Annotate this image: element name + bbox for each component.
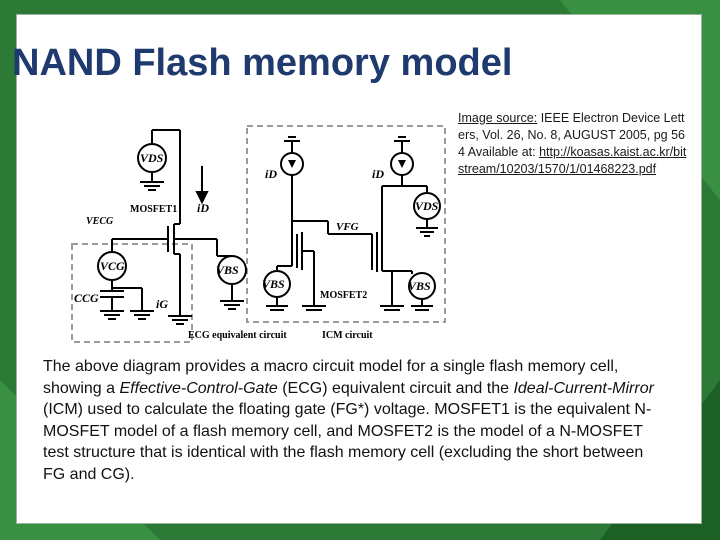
slide-title: NAND Flash memory model — [12, 42, 513, 84]
image-source: Image source: IEEE Electron Device Lette… — [458, 110, 688, 178]
label-ccg: CCG — [74, 291, 99, 305]
label-icm-circuit: ICM circuit — [322, 330, 373, 341]
label-vds-left: VDS — [140, 151, 164, 165]
label-mosfet1: MOSFET1 — [130, 204, 177, 215]
desc-part-1: The above diagram provides a macro circu… — [43, 358, 619, 397]
desc-part-3: (ICM) used to calculate the floating gat… — [43, 401, 652, 483]
source-citation: IEEE Electron Device Letters, Vol. 26, N… — [458, 111, 685, 159]
label-id-icm-right: iD — [372, 167, 384, 181]
label-vds-right: VDS — [415, 199, 439, 213]
description-text: The above diagram provides a macro circu… — [43, 356, 663, 485]
circuit-diagram: VDS MOSFET1 iD VECG VCG VBS CCG iG iD iD… — [71, 125, 446, 343]
label-vbs-icm-right: VBS — [408, 279, 431, 293]
desc-icm-term: Ideal-Current-Mirror — [513, 379, 654, 397]
label-id-icm-left: iD — [265, 167, 277, 181]
label-id-left: iD — [197, 201, 209, 215]
label-ecg-circuit: ECG equivalent circuit — [188, 330, 287, 341]
slide-card — [16, 14, 702, 524]
label-vbs-icm-left: VBS — [262, 277, 285, 291]
source-link[interactable]: http://koasas.kaist.ac.kr/bitstream/1020… — [458, 145, 687, 176]
label-vecg: VECG — [86, 216, 114, 227]
label-vbs-left: VBS — [216, 263, 239, 277]
source-label: Image source: — [458, 111, 538, 125]
desc-part-2: (ECG) equivalent circuit and the — [277, 379, 514, 397]
label-ig: iG — [156, 297, 168, 311]
label-mosfet2: MOSFET2 — [320, 290, 367, 301]
label-vfg: VFG — [336, 221, 359, 233]
label-vcg: VCG — [100, 259, 125, 273]
desc-ecg-term: Effective-Control-Gate — [119, 379, 278, 397]
